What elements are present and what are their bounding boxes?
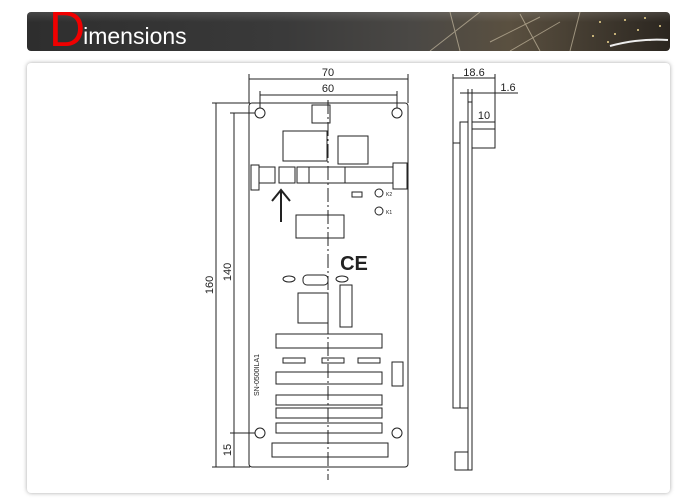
title-text: imensions [83,23,187,49]
relay [337,135,369,165]
dim-width-outer: 70 [322,67,334,79]
board-model-label: SN-0500ILA1 [254,354,261,396]
dim-width-holes: 60 [322,83,334,95]
dim-pcb-thickness: 1.6 [500,82,515,94]
mount-hole [254,107,266,119]
mount-hole [254,427,266,439]
dim-depth-total: 18.6 [463,67,484,79]
button-label-k2: K2 [386,192,392,198]
button-label-k1: K1 [386,210,392,216]
ce-mark: CE [340,253,368,275]
connector [311,104,331,124]
mount-hole [391,427,403,439]
title-initial: D [49,12,85,51]
dimension-drawing: 70 60 160 140 15 CE SN-0500ILA1 K2 K1 18… [204,67,518,480]
page-title: Dimensions [49,12,187,51]
sparks-decoration [429,12,669,51]
dim-bottom-offset: 15 [222,444,234,456]
dim-height-outer: 160 [204,276,216,294]
dimension-drawing-panel: 70 60 160 140 15 CE SN-0500ILA1 K2 K1 18… [27,63,670,493]
banner-sheen [27,12,670,22]
dim-height-holes: 140 [222,263,234,281]
dim-component-height: 10 [478,110,490,122]
side-pcb [467,101,473,471]
section-header-banner: Dimensions [27,12,670,51]
relay [282,130,328,162]
mount-hole [391,107,403,119]
